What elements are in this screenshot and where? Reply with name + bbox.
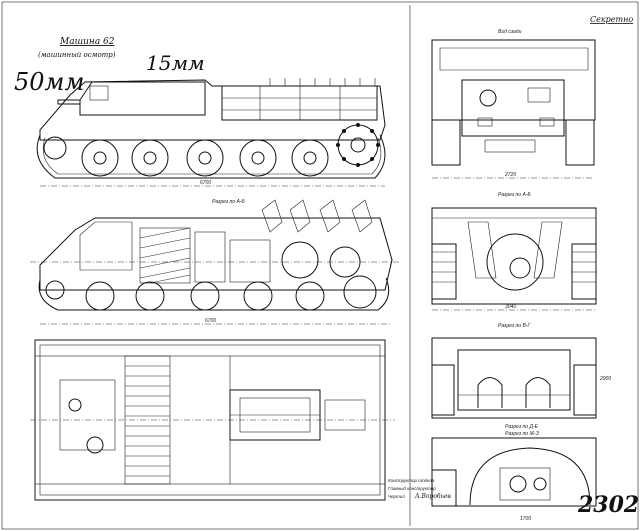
handwritten-armor-top: 15мм	[146, 51, 205, 75]
handwritten-armor-left: 50мм	[14, 68, 84, 96]
dim-width-top: 2720	[504, 172, 516, 178]
dim-track-width: 1700	[520, 516, 531, 522]
section-de-view: Разрез по В-Г Разрез по Д-Е 2900	[431, 323, 611, 430]
side-elevation-view: 6700	[36, 78, 386, 187]
caption-section-cd: Разрез по В-Г	[498, 323, 531, 329]
signature-block: Конструктор отдела Главный конструктор Ч…	[388, 478, 451, 500]
sig-line-2: Главный конструктор	[388, 485, 436, 491]
caption-longitudinal: Разрез по А-Б	[212, 199, 245, 205]
section-vg-view: Разрез по А-Б 3040	[431, 192, 597, 311]
caption-rear-section: Разрез по А-Б	[498, 192, 531, 198]
sheet-number: 2302	[577, 492, 639, 518]
dim-overall-length-mid: 6700	[205, 318, 216, 324]
dim-height: 2900	[599, 376, 611, 382]
caption-section-de: Разрез по Д-Е	[505, 424, 539, 430]
dim-overall-length-top: 6700	[200, 180, 211, 186]
drawing-title: Машина 62	[59, 37, 115, 47]
section-zh-view: Разрез по Ж-З 1700	[431, 431, 597, 522]
drawing-subtitle: (машинный осмотр)	[38, 51, 116, 59]
signature: А.Воробьев	[414, 493, 451, 500]
plan-view	[30, 339, 395, 501]
sig-line-3: Чертил	[388, 494, 405, 499]
longitudinal-section-view: Разрез по А-Б 6700	[30, 199, 400, 325]
corner-stamp-label: Секретно	[590, 15, 633, 24]
dim-width-mid: 3040	[505, 304, 516, 310]
caption-section-zh: Разрез по Ж-З	[505, 431, 539, 437]
rear-view: Вид сзади 2720	[431, 29, 596, 179]
sig-line-1: Конструктор отдела	[388, 478, 435, 483]
caption-rear-top: Вид сзади	[498, 29, 522, 35]
